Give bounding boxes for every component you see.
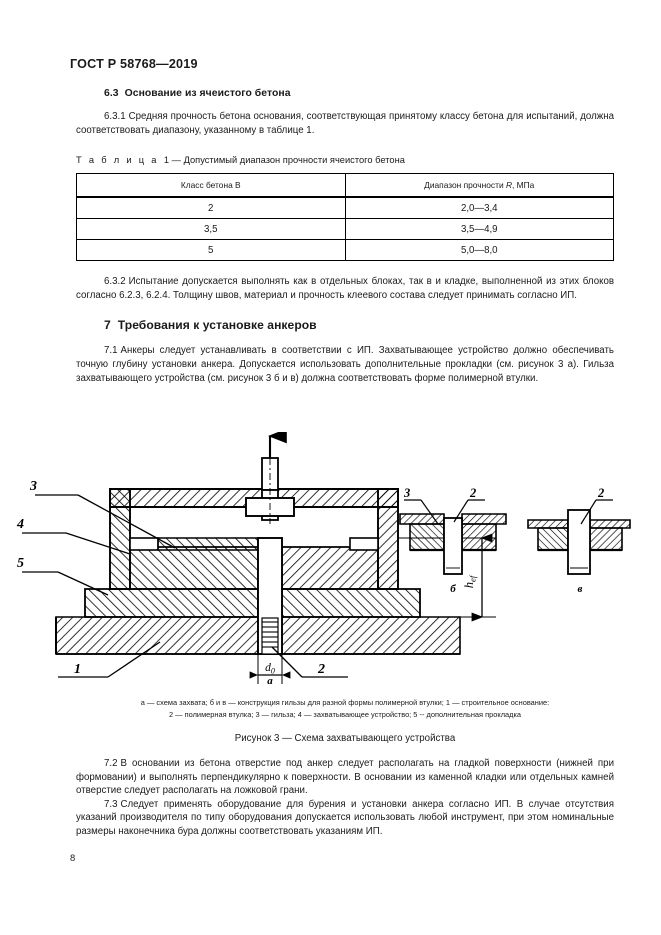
paragraph-6-3-2-text: Испытание допускается выполнять как в от… — [76, 276, 614, 301]
subfigure-b: 3 2 б — [399, 486, 507, 595]
callout-5-label: 5 — [17, 556, 24, 571]
callout-4-label: 4 — [16, 517, 24, 532]
subfigure-v-label: в — [578, 583, 583, 595]
paragraph-7-2-text: В основании из бетона отверстие под анке… — [76, 758, 614, 797]
bush-v — [567, 509, 591, 575]
page-number: 8 — [70, 852, 76, 863]
heading-6-3-number: 6.3 — [104, 88, 119, 99]
callouts-b — [404, 499, 485, 525]
table-header-range-var: R — [505, 180, 513, 191]
gripping-device-4 — [109, 488, 399, 590]
table-caption-label: Т а б л и ц а — [76, 155, 159, 166]
anchor-device-schematic-svg: hef d0 — [16, 432, 631, 687]
anchor-rod-and-bush-2 — [257, 537, 283, 655]
table-cell-range: 3,5—4,9 — [344, 218, 614, 241]
callouts-bottom — [58, 641, 348, 678]
table-caption-number: 1 — [163, 155, 170, 166]
additional-pad-5 — [84, 588, 421, 618]
table-header-range: Диапазон прочности R, МПа — [344, 173, 614, 199]
dimension-d0-label: d0 — [265, 662, 275, 676]
paragraph-7-3-text: Следует применять оборудование для бурен… — [76, 798, 614, 837]
subfigure-b-label: б — [450, 583, 456, 595]
concrete-strength-table: Класс бетона В Диапазон прочности R, МПа… — [76, 173, 614, 262]
table-header-class: Класс бетона В — [76, 173, 346, 199]
heading-7: 7 Требования к установке анкеров — [76, 318, 614, 332]
sleeve-3 — [157, 537, 259, 551]
figure-3-legend: а — схема захвата; б и в — конструкция г… — [76, 697, 614, 720]
paragraph-7-1-text: Анкеры следует устанавливать в соответст… — [76, 345, 614, 384]
table-body: 2 2,0—3,4 3,5 3,5—4,9 5 5,0—8,0 — [76, 196, 614, 262]
table-row: 5 5,0—8,0 — [76, 239, 614, 262]
heading-7-number: 7 — [104, 318, 111, 333]
dimension-hef-label: hef — [462, 574, 478, 588]
callout-3-label: 3 — [29, 479, 37, 494]
table-cell-class: 5 — [76, 239, 346, 262]
table-row: 3,5 3,5—4,9 — [76, 218, 614, 241]
figure-3-legend-line-1: а — схема захвата; б и в — конструкция г… — [140, 698, 550, 707]
table-header-row: Класс бетона В Диапазон прочности R, МПа — [76, 173, 614, 199]
subfigure-a-label: а — [267, 675, 273, 687]
figure-3-title: Рисунок 3 — Схема захватывающего устройс… — [234, 733, 456, 744]
callouts-v — [580, 499, 613, 525]
table-cell-class: 3,5 — [76, 218, 346, 241]
paragraph-7-3-number: 7.3 — [104, 798, 118, 810]
figure-3: hef d0 — [0, 432, 661, 687]
callout-2-label: 2 — [317, 662, 325, 677]
table-caption-text: Допустимый диапазон прочности ячеистого … — [183, 155, 405, 166]
table-head: Класс бетона В Диапазон прочности R, МПа — [76, 173, 614, 199]
pull-rod-assembly — [245, 432, 295, 524]
sleeve-b — [399, 513, 507, 552]
table-header-range-prefix: Диапазон прочности — [424, 180, 506, 191]
table-cell-range: 2,0—3,4 — [344, 196, 614, 220]
callout-b-3-label: 3 — [403, 486, 410, 500]
heading-6-3-title: Основание из ячеистого бетона — [124, 88, 291, 99]
table-row: 2 2,0—3,4 — [76, 196, 614, 220]
figure-3-drawing: hef d0 — [0, 432, 661, 687]
heading-6-3: 6.3 Основание из ячеистого бетона — [76, 88, 614, 99]
heading-7-title: Требования к установке анкеров — [117, 318, 317, 333]
subfigure-a: hef d0 — [16, 432, 496, 687]
bush-b — [443, 517, 463, 575]
paragraph-6-3-2-number: 6.3.2 — [104, 276, 126, 288]
table-caption-dash: — — [171, 155, 181, 166]
callout-v-2-label: 2 — [597, 486, 604, 500]
subfigure-v: 2 в — [527, 486, 631, 595]
callout-b-2-label: 2 — [469, 486, 476, 500]
table-header-range-suffix: , МПа — [512, 180, 535, 191]
paragraph-6-3-1-number: 6.3.1 — [104, 111, 126, 122]
table-cell-class: 2 — [76, 196, 346, 220]
table-caption: Т а б л и ц а 1 — Допустимый диапазон пр… — [76, 155, 614, 165]
callouts-left — [22, 494, 176, 596]
paragraph-7-1-number: 7.1 — [104, 345, 118, 357]
dimension-d0: d0 — [249, 654, 291, 684]
document-header: ГОСТ Р 58768—2019 — [70, 57, 198, 71]
figure-3-legend-line-2: 2 — полимерная втулка; 3 — гильза; 4 — з… — [168, 709, 521, 719]
paragraph-6-3-1-text: Средняя прочность бетона основания, соот… — [76, 111, 614, 136]
base-substrate-1 — [55, 616, 461, 655]
paragraph-7-2-number: 7.2 — [104, 758, 118, 769]
table-cell-range: 5,0—8,0 — [344, 239, 614, 262]
callout-1-label: 1 — [74, 662, 81, 677]
